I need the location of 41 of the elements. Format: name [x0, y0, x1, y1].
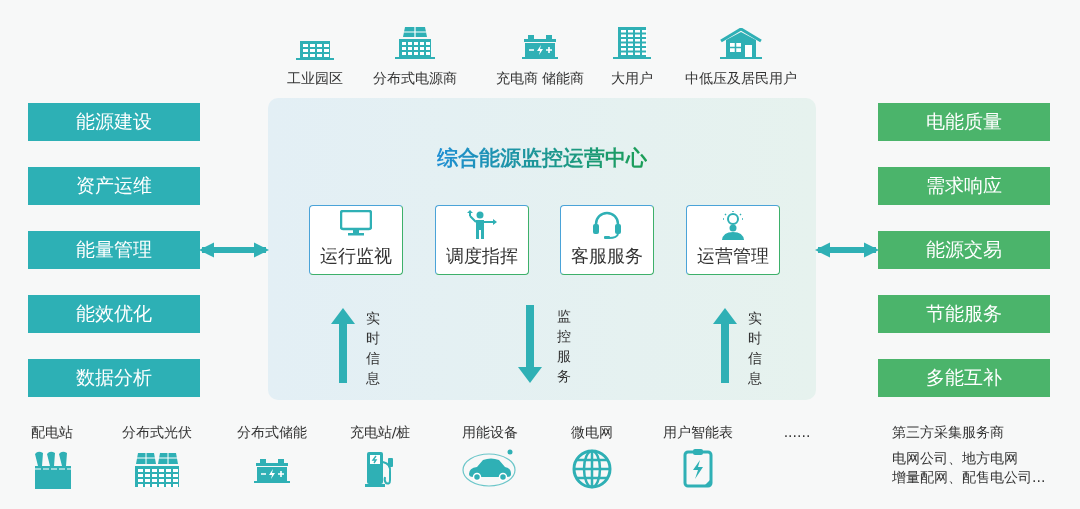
double-arrow — [814, 242, 880, 258]
icon-caption: 工业园区 — [287, 70, 343, 88]
service-box: 电能质量 — [878, 103, 1050, 141]
function-card — [309, 205, 403, 275]
service-box: 能源交易 — [878, 231, 1050, 269]
card-label: 调度指挥 — [446, 244, 518, 268]
icon-caption: 大用户 — [611, 70, 653, 88]
card-label: 客服服务 — [571, 244, 643, 268]
card-label: 运行监视 — [320, 244, 392, 268]
service-box: 数据分析 — [28, 359, 200, 397]
function-card — [560, 205, 654, 275]
icon-caption: 分布式储能 — [237, 424, 307, 442]
function-card — [686, 205, 780, 275]
text-label: 增量配网、配售电公司... — [892, 469, 1046, 487]
icon-caption: 分布式光伏 — [122, 424, 192, 442]
icon-caption: 用户智能表 — [663, 424, 733, 442]
icon-caption: 微电网 — [571, 424, 613, 442]
vertical-label: 监控服务 — [557, 307, 572, 386]
service-box: 能源建设 — [28, 103, 200, 141]
icon-caption: 中低压及居民用户 — [685, 70, 797, 88]
service-box: 需求响应 — [878, 167, 1050, 205]
vertical-label: 实时信息 — [366, 309, 381, 388]
double-arrow — [198, 242, 270, 258]
service-box: 能量管理 — [28, 231, 200, 269]
card-label: 运营管理 — [697, 244, 769, 268]
icon-caption: 分布式电源商 — [373, 70, 457, 88]
function-card — [435, 205, 529, 275]
icon-caption: 充电站/桩 — [349, 424, 411, 442]
icon-caption: 用能设备 — [462, 424, 518, 442]
service-box: 节能服务 — [878, 295, 1050, 333]
panel-title: 综合能源监控运营中心 — [437, 144, 647, 172]
icon-caption: 充电商 储能商 — [495, 70, 585, 88]
service-box: 资产运维 — [28, 167, 200, 205]
icon-caption: 配电站 — [31, 424, 73, 442]
service-box: 能效优化 — [28, 295, 200, 333]
service-box: 多能互补 — [878, 359, 1050, 397]
text-label: 电网公司、地方电网 — [892, 450, 1018, 468]
text-label: ...... — [783, 424, 811, 440]
text-label: 第三方采集服务商 — [892, 424, 1004, 442]
vertical-label: 实时信息 — [748, 309, 763, 388]
panel-background — [268, 98, 816, 400]
